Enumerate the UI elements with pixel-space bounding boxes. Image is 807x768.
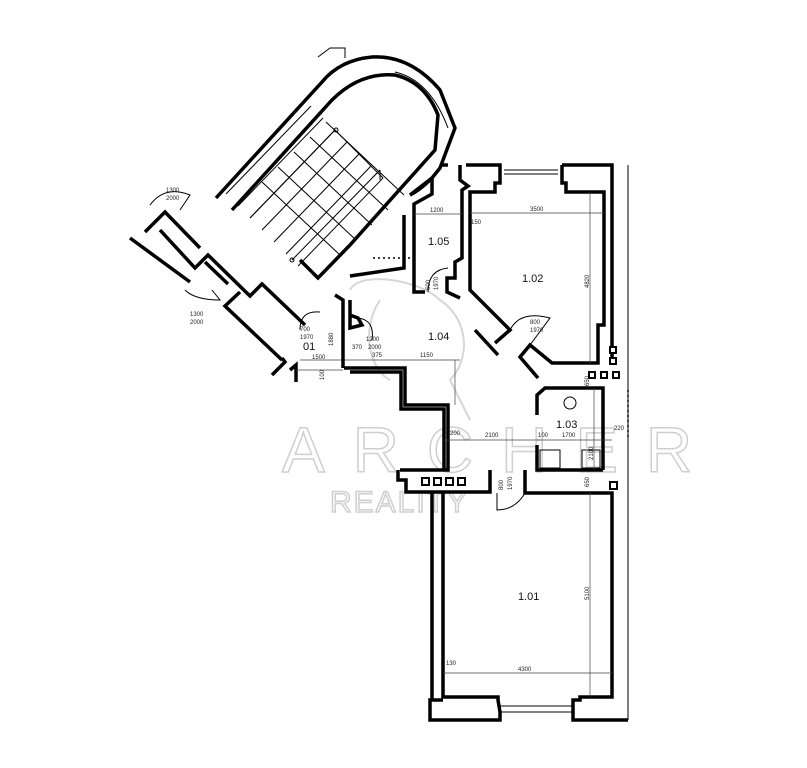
hall-375: 375 — [372, 353, 383, 359]
room-label-1-03: 1.03 — [556, 419, 577, 431]
r101-130: 130 — [446, 661, 457, 667]
room-label-1-05: 1.05 — [428, 236, 449, 248]
r101-door-h: 1970 — [508, 476, 514, 490]
hall-2100: 2100 — [485, 433, 499, 439]
r105-width: 1200 — [430, 208, 444, 214]
r103-220: 220 — [614, 426, 625, 432]
room-1-03: 100 1700 2100 220 650 1.03 — [535, 375, 629, 472]
room-01: 700 1970 01 1500 1880 100 — [288, 293, 345, 382]
r01-width: 1500 — [312, 355, 326, 361]
r102-door-h: 1970 — [530, 328, 544, 334]
r101-door-w: 800 — [499, 479, 505, 490]
r01-100: 100 — [320, 369, 326, 380]
watermark-logo: ARCHER REALITY — [281, 278, 720, 520]
r103-height: 2100 — [589, 446, 595, 460]
room-1-02: 3500 150 4820 1.02 800 1970 — [466, 163, 629, 720]
r01-door-h: 1970 — [300, 335, 314, 341]
r102-door-w: 800 — [530, 320, 541, 326]
r103-width: 1700 — [562, 433, 576, 439]
watermark-line1: ARCHER — [282, 414, 720, 486]
room-1-01: 800 1970 650 5100 4300 130 1.01 — [428, 470, 628, 722]
r01-door-w: 700 — [300, 327, 311, 333]
stair-door1-h: 2000 — [166, 196, 180, 202]
stair-treads — [225, 105, 405, 267]
r101-height: 5100 — [585, 586, 591, 600]
chimney — [396, 470, 618, 494]
r102-width: 3500 — [530, 207, 544, 213]
room-label-01: 01 — [303, 341, 315, 353]
hall-1150: 1150 — [420, 353, 434, 359]
r103-650: 650 — [585, 375, 591, 386]
r101-width: 4300 — [518, 667, 532, 673]
r105-door-w: 600 — [426, 279, 432, 290]
room-1-05: 1200 1.05 600 1970 — [349, 165, 472, 300]
stair-door2-dim: 1300 — [190, 312, 204, 318]
r102-offset: 150 — [471, 220, 482, 226]
r101-650: 650 — [585, 476, 591, 487]
stair-door2-h: 2000 — [190, 320, 204, 326]
hall-1200: 1200 — [366, 337, 380, 343]
stair-door1-dim: 1300 — [166, 188, 180, 194]
hall-200: 200 — [450, 431, 461, 437]
r103-100: 100 — [538, 433, 549, 439]
r102-height: 4820 — [585, 274, 591, 288]
hall-370: 370 — [352, 345, 363, 351]
hall-2000: 2000 — [368, 345, 382, 351]
room-1-04: 1150 1200 2000 375 370 200 2100 1.04 — [300, 163, 540, 472]
room-label-1-02: 1.02 — [522, 273, 543, 285]
staircase: 1300 2000 1300 2000 — [128, 47, 457, 377]
room-label-1-04: 1.04 — [428, 331, 449, 343]
r105-door-h: 1970 — [434, 276, 440, 290]
r01-1880: 1880 — [329, 332, 335, 346]
room-label-1-01: 1.01 — [518, 591, 539, 603]
